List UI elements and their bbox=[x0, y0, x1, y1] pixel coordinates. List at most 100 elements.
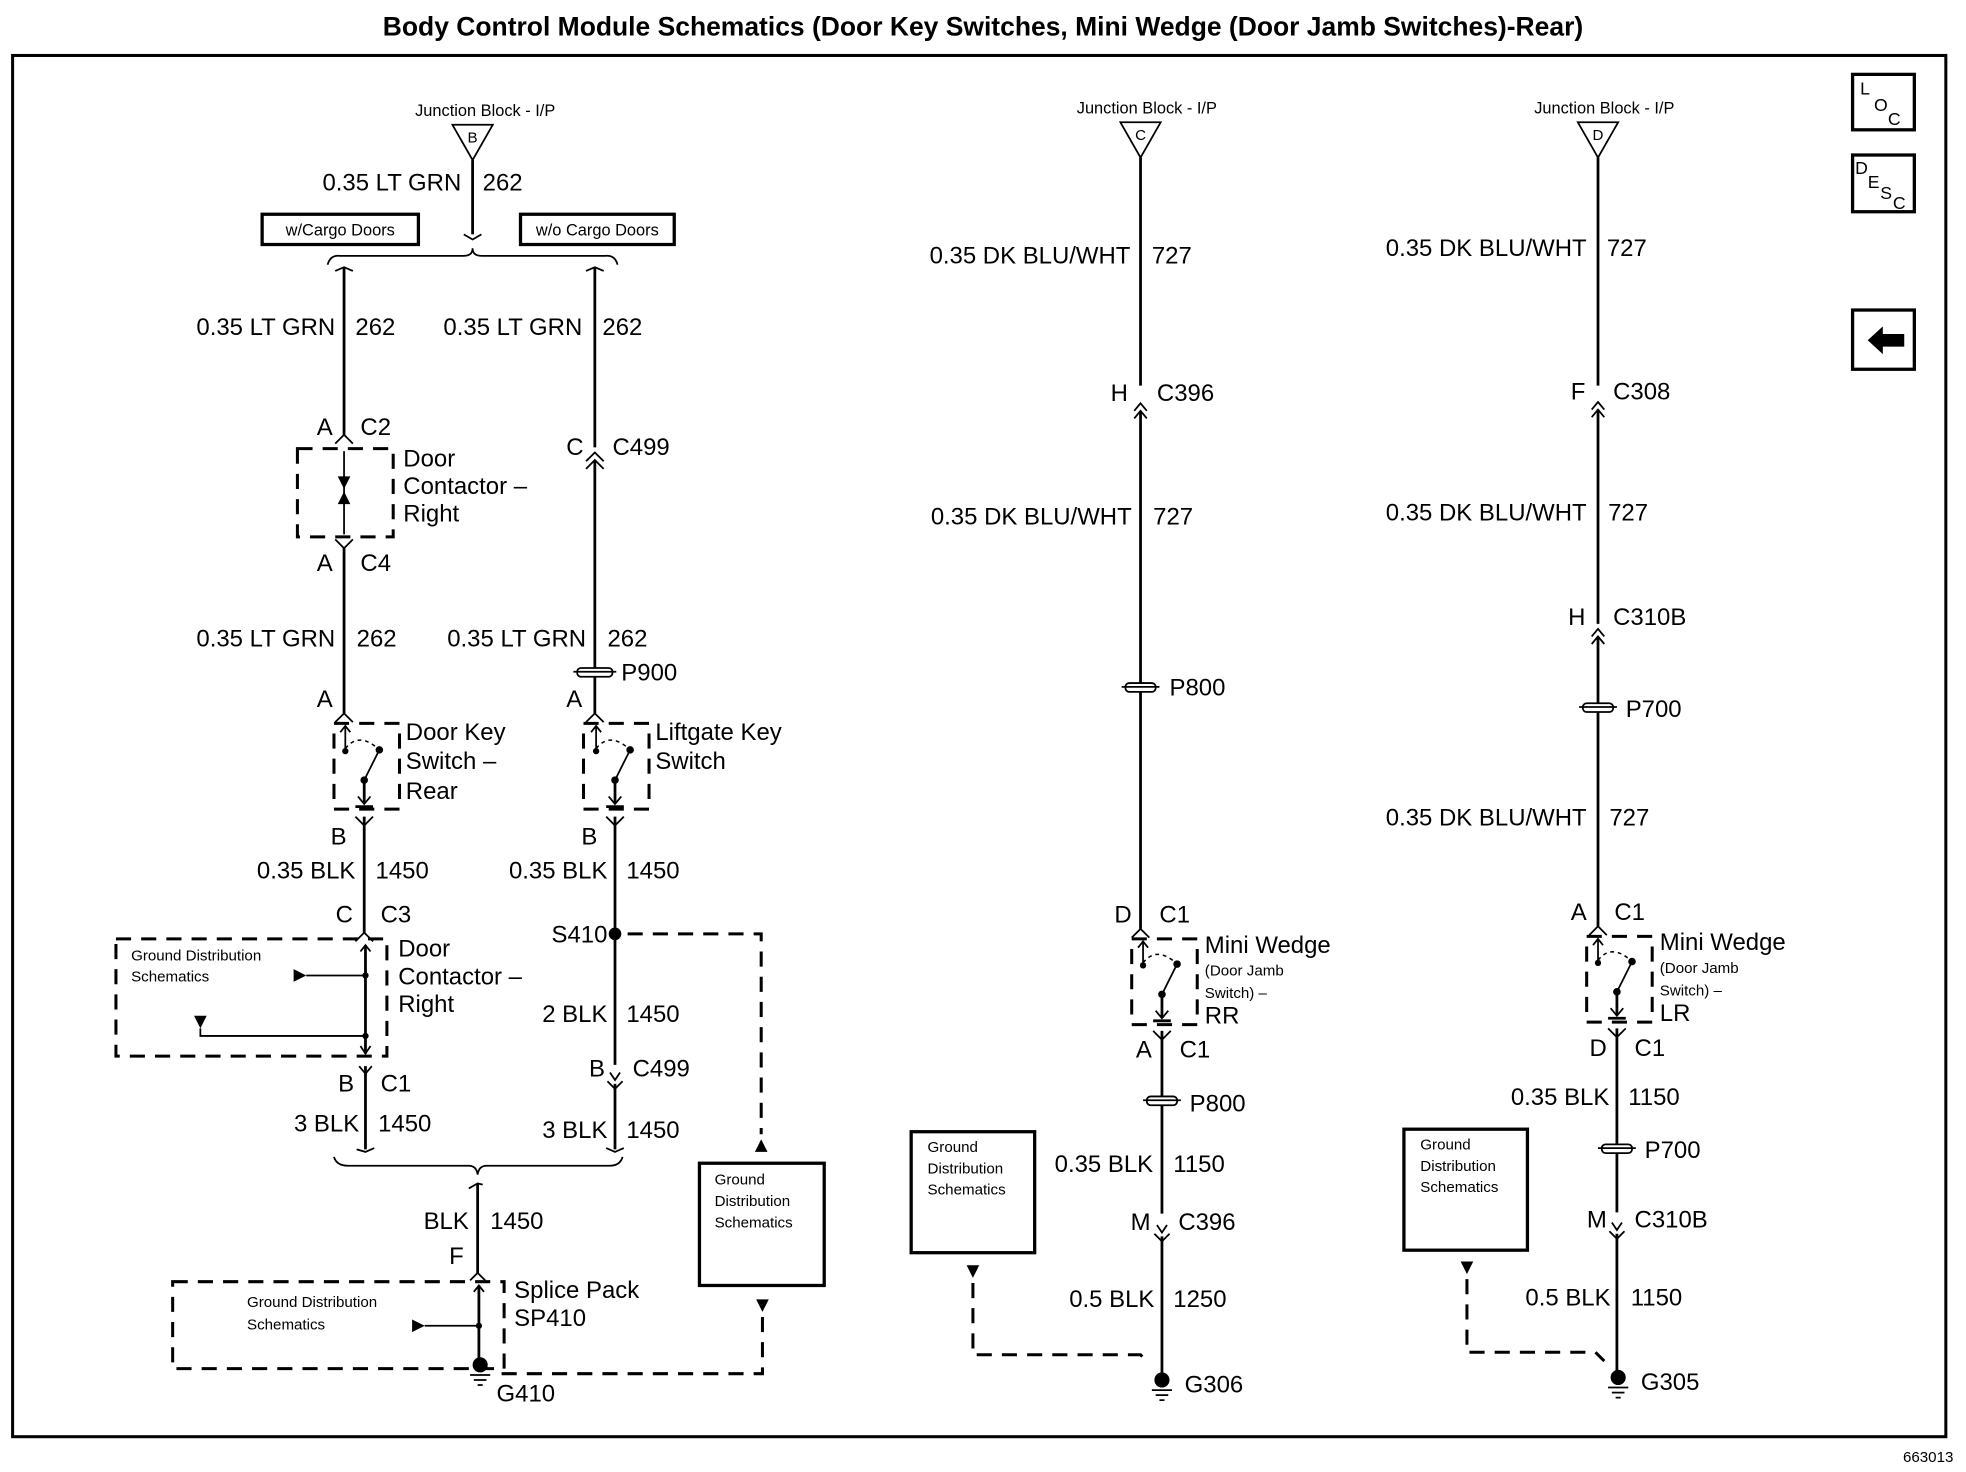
ground-reference-link[interactable]: Schematics bbox=[247, 1317, 326, 1334]
ground-ref-text: Ground bbox=[715, 1172, 765, 1189]
svg-text:w/Cargo Doors: w/Cargo Doors bbox=[285, 222, 395, 240]
connector-c1: C1 bbox=[1635, 1035, 1666, 1062]
component-label: LR bbox=[1660, 1000, 1691, 1027]
wire-gauge-color: 2 BLK bbox=[542, 1001, 607, 1028]
component-label: Liftgate Key bbox=[655, 719, 781, 746]
ground-distribution-ref-box[interactable]: Ground Distribution Schematics bbox=[1402, 1127, 1530, 1252]
connector-c310b: C310B bbox=[1635, 1207, 1708, 1234]
connector-c3: C3 bbox=[381, 902, 412, 929]
door-contactor-right-1 bbox=[295, 447, 395, 539]
desc-letter-d: D bbox=[1855, 158, 1868, 178]
component-label: Splice Pack bbox=[514, 1277, 639, 1304]
wire-gauge-color: 0.35 DK BLU/WHT bbox=[930, 242, 1131, 269]
pass-through-label: P900 bbox=[621, 660, 677, 687]
component-label: Right bbox=[403, 501, 459, 528]
wire-circuit: 727 bbox=[1153, 503, 1193, 530]
wire-circuit: 727 bbox=[1609, 804, 1649, 831]
component-label: Switch bbox=[655, 748, 726, 775]
mini-wedge-switch-rr bbox=[1130, 937, 1199, 1027]
loc-letter-c: C bbox=[1888, 109, 1901, 129]
svg-text:w/o Cargo Doors: w/o Cargo Doors bbox=[535, 222, 659, 240]
desc-button[interactable]: D E S C bbox=[1850, 153, 1916, 214]
wire-gauge-color: 0.5 BLK bbox=[1525, 1285, 1610, 1312]
connector-c1: C1 bbox=[381, 1070, 412, 1097]
loc-button[interactable]: L O C bbox=[1850, 72, 1916, 132]
ground-label: G305 bbox=[1641, 1369, 1700, 1396]
connector-pin: A bbox=[317, 414, 333, 441]
connector-c499: C499 bbox=[633, 1055, 690, 1082]
desc-letter-s: S bbox=[1880, 183, 1892, 203]
ground-reference-link[interactable]: Ground Distribution bbox=[131, 947, 261, 964]
connector-pin: D bbox=[1590, 1035, 1607, 1062]
wire-gauge-color: 0.35 BLK bbox=[1511, 1084, 1610, 1111]
branch-wo-cargo-doors: 0.35 LT GRN 262 C C499 0.35 LT GRN 262 P… bbox=[443, 266, 826, 1376]
middle-circuit: Junction Block - I/P C 0.35 DK BLU/WHT 7… bbox=[909, 99, 1331, 1402]
desc-letter-c: C bbox=[1893, 193, 1906, 213]
wire-circuit: 1450 bbox=[376, 857, 429, 884]
pass-through-label: P700 bbox=[1645, 1137, 1701, 1164]
wire-circuit: 262 bbox=[483, 169, 523, 196]
component-label: Door bbox=[403, 445, 455, 472]
wire-gauge-color: 0.5 BLK bbox=[1069, 1286, 1154, 1313]
wire-circuit: 1450 bbox=[626, 1117, 679, 1144]
pass-through-p700-lower bbox=[1598, 1143, 1636, 1155]
connector-pin: C bbox=[566, 434, 583, 461]
svg-text:B: B bbox=[468, 129, 478, 146]
component-label: (Door Jamb bbox=[1205, 962, 1284, 979]
ground-dashed-link bbox=[627, 932, 763, 1135]
right-circuit: Junction Block - I/P D 0.35 DK BLU/WHT 7… bbox=[1386, 99, 1786, 1399]
pass-through-p800-lower bbox=[1143, 1095, 1181, 1107]
connector-pin: B bbox=[331, 823, 347, 850]
left-circuit: Junction Block - I/P B 0.35 LT GRN 262 w… bbox=[114, 102, 826, 1407]
junction-terminal-c: C bbox=[1118, 121, 1163, 160]
connector-pin: D bbox=[1114, 902, 1131, 929]
ground-reference-link[interactable]: Ground Distribution bbox=[247, 1294, 377, 1311]
wire-gauge-color: 3 BLK bbox=[542, 1117, 607, 1144]
merge-brace bbox=[333, 1156, 624, 1175]
connector-c499: C499 bbox=[612, 434, 669, 461]
junction-block-b-label: Junction Block - I/P bbox=[415, 102, 555, 120]
splice-pack-sp410: Ground Distribution Schematics bbox=[171, 1280, 506, 1371]
wire-circuit: 727 bbox=[1608, 499, 1648, 526]
svg-text:C: C bbox=[1135, 127, 1146, 144]
ground-symbol-g306 bbox=[1151, 1372, 1173, 1402]
connector-pin: M bbox=[1587, 1207, 1607, 1234]
connector-pin: H bbox=[1568, 604, 1585, 631]
connector-pin: M bbox=[1131, 1209, 1151, 1236]
junction-block-c-label: Junction Block - I/P bbox=[1077, 99, 1217, 117]
connector-c310b: C310B bbox=[1613, 604, 1686, 631]
ground-distribution-ref-box[interactable]: Ground Distribution Schematics bbox=[909, 1130, 1037, 1255]
connector-pin: F bbox=[449, 1243, 464, 1270]
wire-gauge-color: BLK bbox=[424, 1208, 469, 1235]
connector-c1: C1 bbox=[1159, 902, 1190, 929]
ground-reference-link[interactable]: Schematics bbox=[131, 969, 210, 986]
connector-c396: C396 bbox=[1157, 380, 1214, 407]
door-key-switch-rear bbox=[332, 721, 402, 811]
connector-c1: C1 bbox=[1614, 899, 1645, 926]
connector-pin: B bbox=[589, 1055, 605, 1082]
ground-distribution-ref-box[interactable]: Ground Distribution Schematics bbox=[697, 1161, 826, 1288]
connector-c396: C396 bbox=[1178, 1209, 1235, 1236]
wire-gauge-color: 0.35 DK BLU/WHT bbox=[1386, 804, 1587, 831]
component-label: Mini Wedge bbox=[1660, 929, 1786, 956]
component-label: SP410 bbox=[514, 1305, 586, 1332]
wire-circuit: 262 bbox=[355, 314, 395, 341]
pass-through-label: P700 bbox=[1626, 696, 1682, 723]
option-w-cargo-doors: w/Cargo Doors bbox=[260, 212, 421, 247]
ground-ref-text: Ground bbox=[928, 1139, 978, 1156]
connector-pin: C bbox=[336, 902, 353, 929]
component-label: Door bbox=[398, 936, 450, 963]
wire-circuit: 1150 bbox=[1631, 1285, 1682, 1312]
wire-gauge-color: 0.35 BLK bbox=[1055, 1151, 1154, 1178]
connector-c2: C2 bbox=[360, 414, 391, 441]
wire-gauge-color: 0.35 BLK bbox=[257, 857, 356, 884]
ground-ref-text: Distribution bbox=[928, 1160, 1004, 1177]
wire-gauge-color: 0.35 LT GRN bbox=[196, 314, 335, 341]
left-arrow-icon bbox=[1867, 326, 1905, 355]
wire-gauge-color: 0.35 LT GRN bbox=[443, 314, 582, 341]
back-button[interactable] bbox=[1850, 308, 1916, 371]
ground-ref-text: Schematics bbox=[928, 1182, 1007, 1199]
wire-circuit: 1150 bbox=[1628, 1084, 1679, 1111]
